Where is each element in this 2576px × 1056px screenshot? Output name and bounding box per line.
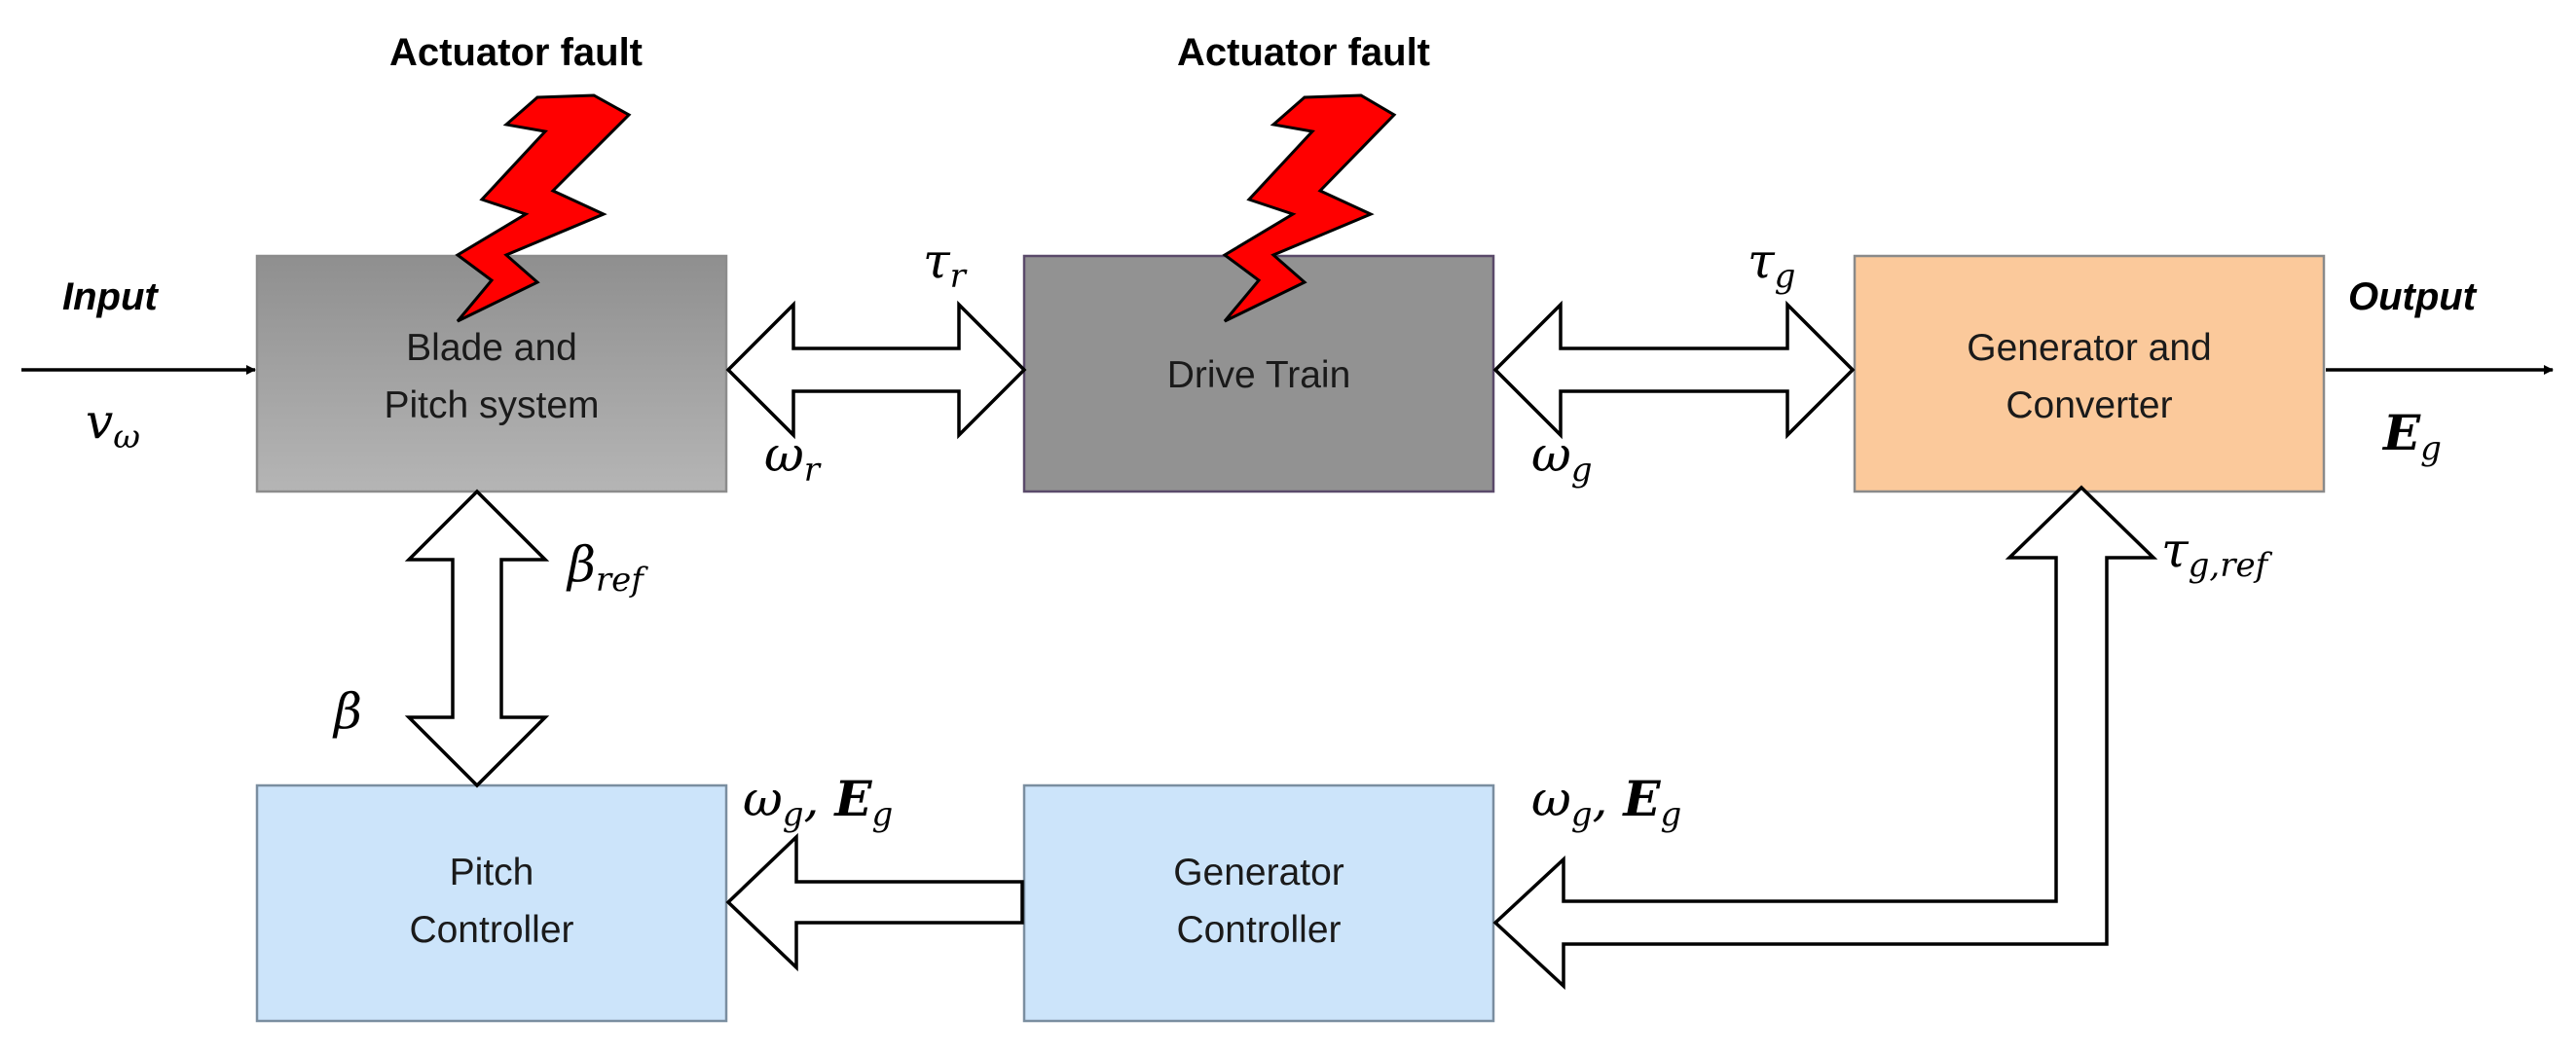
input-label: Input bbox=[62, 275, 159, 318]
gencontroller-to-pitchcontroller-arrow bbox=[725, 832, 1024, 972]
pitch-controller-label-1: Pitch bbox=[450, 852, 534, 893]
generator-controller-label-2: Controller bbox=[1176, 909, 1341, 951]
symbol-omega-g-upper: ωg bbox=[1531, 426, 1593, 490]
actuator-fault-bolt-left bbox=[455, 93, 632, 323]
symbol-beta: β bbox=[332, 683, 362, 740]
blade-pitch-label-2: Pitch system bbox=[384, 384, 599, 426]
output-label: Output bbox=[2348, 275, 2478, 318]
actuator-fault-label-left: Actuator fault bbox=[389, 31, 643, 74]
symbol-omega-g-E-g-right: ωg, Eg bbox=[1531, 770, 1681, 834]
generator-label-2: Converter bbox=[2006, 384, 2172, 426]
pitch-controller-block: Pitch Controller bbox=[255, 783, 728, 1023]
generator-gencontroller-double-arrow bbox=[1492, 485, 2158, 991]
symbol-tau-g-ref: τg,ref bbox=[2161, 522, 2273, 585]
generator-controller-label-1: Generator bbox=[1173, 852, 1344, 893]
symbol-v-omega: vω bbox=[86, 393, 140, 456]
pitch-controller-label-2: Controller bbox=[409, 909, 573, 951]
generator-label-1: Generator and bbox=[1967, 327, 2212, 369]
symbol-beta-ref: βref bbox=[566, 536, 648, 600]
drive-train-label: Drive Train bbox=[1167, 354, 1351, 396]
drive-generator-double-arrow bbox=[1492, 300, 1856, 440]
generator-converter-block: Generator and Converter bbox=[1853, 254, 2326, 493]
actuator-fault-label-right: Actuator fault bbox=[1177, 31, 1430, 74]
symbol-omega-g-E-g-left: ωg, Eg bbox=[743, 770, 893, 834]
blade-pitch-label-1: Blade and bbox=[406, 327, 577, 369]
symbol-E-g-output: Eg bbox=[2381, 404, 2442, 468]
actuator-fault-bolt-right bbox=[1222, 93, 1397, 323]
blade-drive-double-arrow bbox=[725, 300, 1027, 440]
generator-controller-block: Generator Controller bbox=[1022, 783, 1495, 1023]
symbol-omega-r: ωr bbox=[764, 426, 822, 490]
symbol-tau-r: τr bbox=[923, 233, 968, 296]
blade-pitch-controller-double-arrow bbox=[404, 489, 550, 788]
symbol-tau-g: τg bbox=[1748, 233, 1795, 296]
